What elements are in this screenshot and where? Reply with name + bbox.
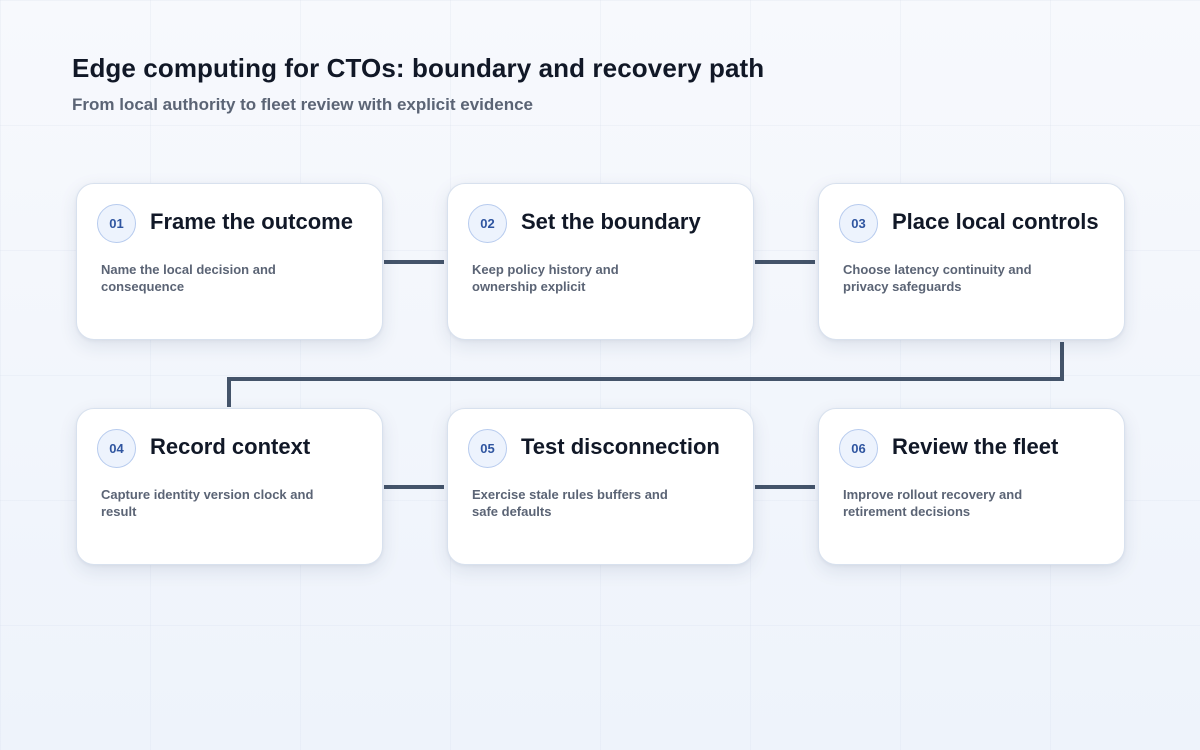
page-subtitle: From local authority to fleet review wit… [72,95,534,114]
step-description: Exercise stale rules buffers and safe de… [472,487,668,519]
step-number-badge: 02 [468,204,507,243]
step-number-badge: 06 [839,429,878,468]
step-number-badge: 01 [97,204,136,243]
page-title: Edge computing for CTOs: boundary and re… [72,53,765,83]
step-title: Place local controls [892,209,1099,234]
step-description: Capture identity version clock and resul… [101,487,314,519]
step-title: Set the boundary [521,209,701,234]
step-card-03: 03 Place local controls Choose latency c… [818,183,1125,340]
step-number-badge: 05 [468,429,507,468]
step-card-06: 06 Review the fleet Improve rollout reco… [818,408,1125,565]
step-number-badge: 04 [97,429,136,468]
step-title: Test disconnection [521,434,720,459]
step-card-02: 02 Set the boundary Keep policy history … [447,183,754,340]
step-card-04: 04 Record context Capture identity versi… [76,408,383,565]
step-title: Review the fleet [892,434,1059,459]
step-card-05: 05 Test disconnection Exercise stale rul… [447,408,754,565]
step-description: Improve rollout recovery and retirement … [843,487,1023,519]
step-description: Name the local decision and consequence [101,262,276,294]
step-description: Keep policy history and ownership explic… [472,262,619,294]
step-title: Record context [150,434,311,459]
step-description: Choose latency continuity and privacy sa… [843,262,1032,294]
step-number-badge: 03 [839,204,878,243]
step-card-01: 01 Frame the outcome Name the local deci… [76,183,383,340]
step-title: Frame the outcome [150,209,353,234]
connector-03-04 [227,342,1064,407]
